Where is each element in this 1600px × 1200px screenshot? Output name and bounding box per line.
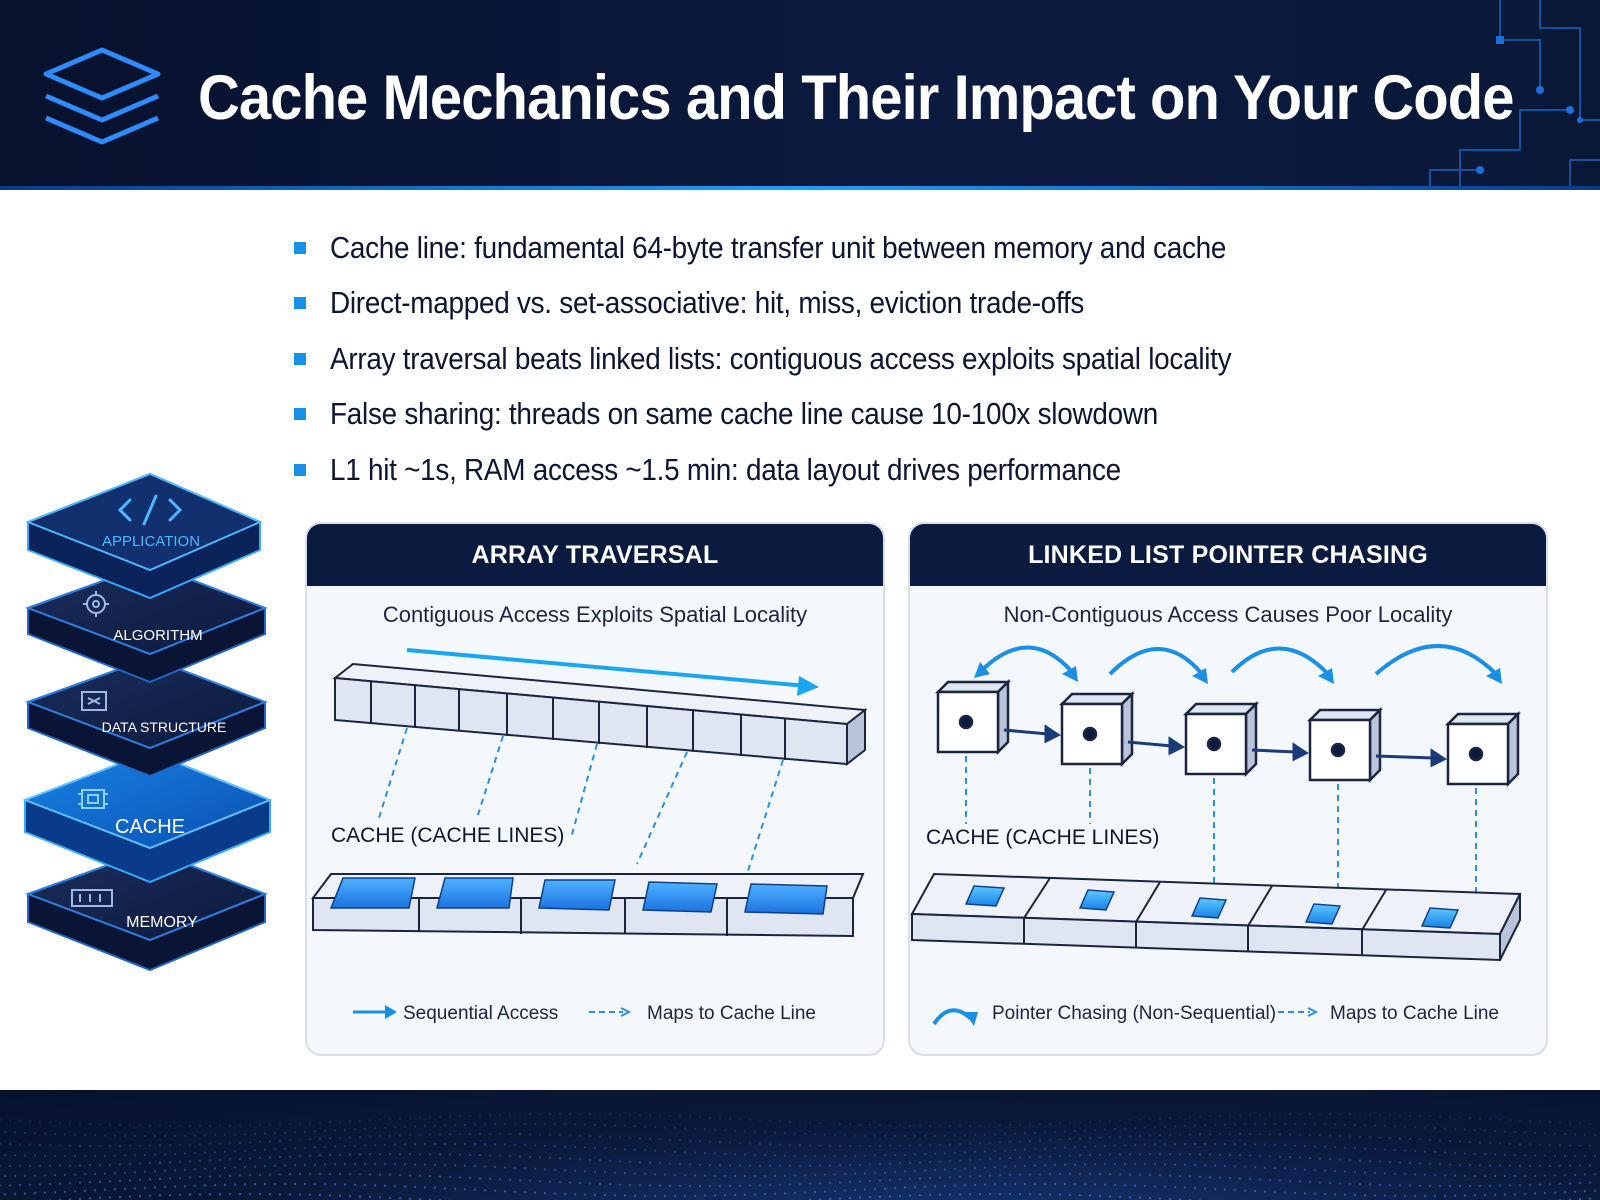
list-item: Array traversal beats linked lists: cont… bbox=[294, 331, 1454, 387]
cache-lines-row bbox=[311, 873, 865, 938]
linked-list-panel: LINKED LIST POINTER CHASING Non-Contiguo… bbox=[908, 522, 1548, 1056]
legend-sequential-label: Sequential Access bbox=[403, 1003, 558, 1024]
cache-lines-label: CACHE (CACHE LINES) bbox=[331, 824, 564, 847]
layer-label-algorithm: ALGORITHM bbox=[113, 627, 202, 644]
bullet-square-icon bbox=[294, 408, 306, 421]
sequential-arrow bbox=[406, 648, 819, 696]
ram-icon bbox=[71, 889, 113, 907]
bullet-list: Cache line: fundamental 64-byte transfer… bbox=[294, 220, 1454, 498]
processor-icon bbox=[78, 789, 108, 809]
header-glow-line bbox=[0, 186, 1600, 190]
legend-maps-label: Maps to Cache Line bbox=[1330, 1003, 1499, 1024]
legend-sequential: Sequential Access bbox=[353, 1003, 558, 1024]
next-pointer-arrows bbox=[1003, 724, 1447, 768]
bullet-square-icon bbox=[294, 241, 306, 254]
layer-label-application: APPLICATION bbox=[102, 533, 200, 550]
header-banner: Cache Mechanics and Their Impact on Your… bbox=[0, 0, 1600, 190]
bullet-square-icon bbox=[294, 463, 306, 476]
layer-application: APPLICATION bbox=[25, 472, 263, 600]
dot-grid-decoration bbox=[0, 1112, 1597, 1200]
list-node bbox=[1058, 690, 1136, 768]
code-icon bbox=[117, 494, 183, 526]
panel-subtitle: Contiguous Access Exploits Spatial Local… bbox=[382, 602, 808, 627]
list-item: False sharing: threads on same cache lin… bbox=[294, 387, 1454, 443]
list-item: Cache line: fundamental 64-byte transfer… bbox=[294, 220, 1454, 276]
list-item: L1 hit ~1s, RAM access ~1.5 min: data la… bbox=[294, 442, 1454, 498]
list-node bbox=[934, 678, 1012, 756]
legend-maps: Maps to Cache Line bbox=[1278, 1003, 1499, 1024]
legend-pointer-label: Pointer Chasing (Non-Sequential) bbox=[992, 1003, 1276, 1024]
bullet-square-icon bbox=[294, 297, 306, 310]
circuit-decoration bbox=[1429, 0, 1600, 190]
gear-icon bbox=[83, 591, 109, 617]
layer-label-data-structure: DATA STRUCTURE bbox=[102, 719, 227, 735]
list-node bbox=[1182, 700, 1260, 778]
layer-algorithm: ALGORITHM bbox=[25, 562, 268, 684]
abstraction-stack: MEMORY CACHE DATA STRUCTURE ALGORITHM bbox=[22, 472, 273, 972]
page-title: Cache Mechanics and Their Impact on Your… bbox=[198, 63, 1515, 133]
layers-icon bbox=[43, 47, 161, 145]
layer-label-cache: CACHE bbox=[115, 816, 185, 838]
array-diagram: CACHE (CACHE LINES) Sequential Access bbox=[311, 648, 868, 1024]
bullet-square-icon bbox=[294, 352, 306, 365]
panel-title: ARRAY TRAVERSAL bbox=[307, 524, 883, 586]
cache-lines-row bbox=[910, 872, 1522, 962]
legend-maps-label: Maps to Cache Line bbox=[647, 1003, 816, 1024]
layer-memory: MEMORY bbox=[25, 848, 268, 972]
pointer-arrow-heads bbox=[974, 662, 1502, 684]
cache-lines-label: CACHE (CACHE LINES) bbox=[926, 826, 1159, 849]
list-node bbox=[1306, 706, 1384, 784]
layer-data-structure: DATA STRUCTURE bbox=[25, 656, 268, 778]
layer-label-memory: MEMORY bbox=[126, 914, 198, 931]
cache-mapping-lines bbox=[378, 727, 784, 875]
legend-pointer: Pointer Chasing (Non-Sequential) bbox=[932, 1003, 1276, 1026]
pointer-chasing-arrows bbox=[980, 644, 1498, 676]
array-traversal-panel: ARRAY TRAVERSAL Contiguous Access Exploi… bbox=[305, 522, 885, 1056]
list-node bbox=[1444, 710, 1522, 788]
linked-list-diagram: CACHE (CACHE LINES) Pointer Chasi bbox=[910, 644, 1522, 1026]
list-item: Direct-mapped vs. set-associative: hit, … bbox=[294, 276, 1454, 332]
panel-title: LINKED LIST POINTER CHASING bbox=[910, 524, 1546, 586]
legend-maps: Maps to Cache Line bbox=[589, 1003, 816, 1024]
panel-subtitle: Non-Contiguous Access Causes Poor Locali… bbox=[1003, 602, 1453, 627]
list-nodes bbox=[934, 678, 1522, 788]
array-memory-bar bbox=[332, 662, 868, 767]
footer-banner bbox=[0, 1090, 1600, 1200]
chip-icon bbox=[81, 691, 107, 711]
